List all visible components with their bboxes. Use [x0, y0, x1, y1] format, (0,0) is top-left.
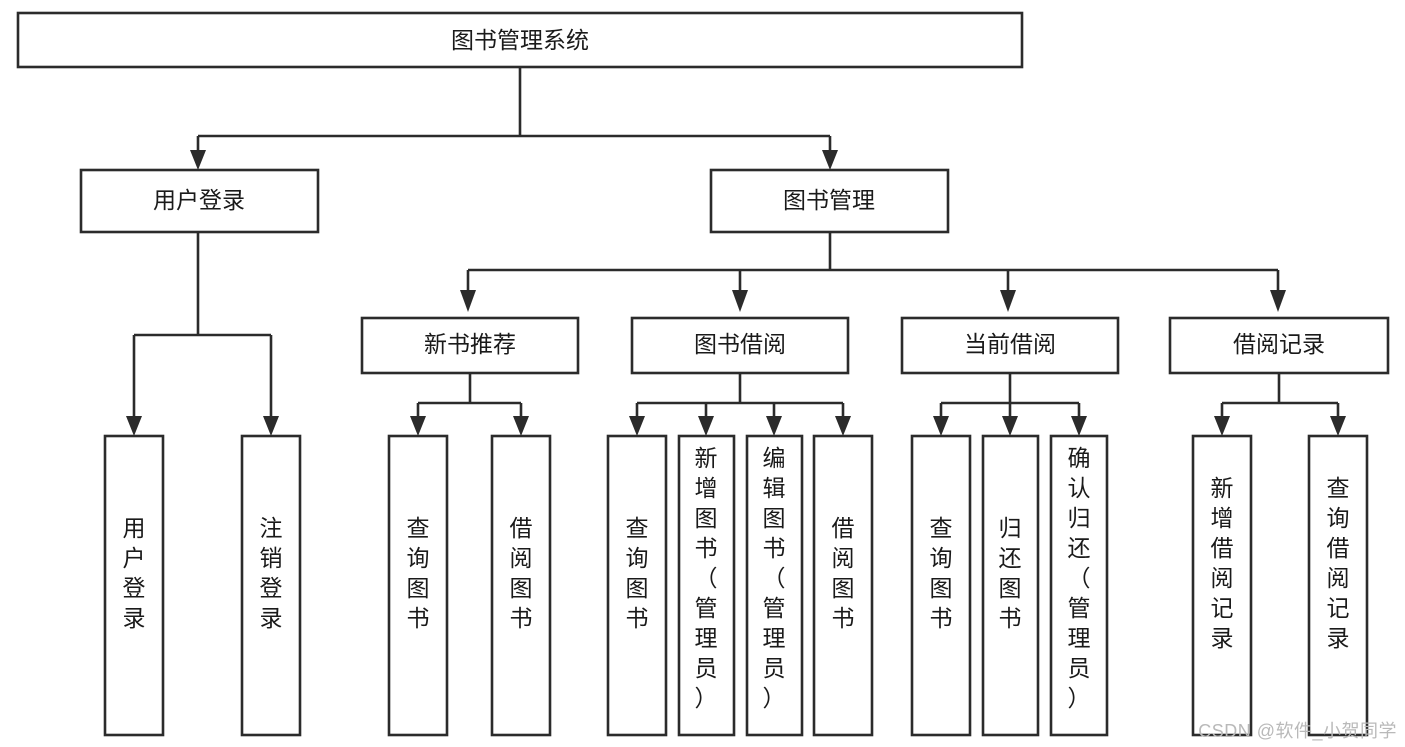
node-new-book-recommend-label: 新书推荐: [424, 331, 516, 357]
node-borrow-record-label: 借阅记录: [1233, 331, 1325, 357]
node-leaf-query-book-2-label: 查询图书: [626, 515, 649, 631]
connector-group-current-borrow-to-leaves: [933, 373, 1087, 436]
node-leaf-query-record[interactable]: 查询借阅记录: [1307, 434, 1369, 737]
arrow-head-borrow-record: [1270, 290, 1286, 312]
arrow-head-leaf-edit-book: [766, 416, 782, 436]
connector-group-borrow-record-to-leaves: [1214, 373, 1346, 436]
node-leaf-query-book-1-label: 查询图书: [407, 515, 430, 631]
node-leaf-return-book[interactable]: 归还图书: [981, 434, 1040, 737]
node-leaf-borrow-book-1-box[interactable]: [490, 434, 552, 737]
node-book-borrow-box[interactable]: [630, 316, 850, 375]
node-current-borrow-box[interactable]: [900, 316, 1120, 375]
node-leaf-user-login-box[interactable]: [103, 434, 165, 737]
node-leaf-edit-book-box[interactable]: [745, 434, 804, 737]
node-leaf-add-book[interactable]: 新增图书（管理员）: [677, 434, 736, 737]
node-leaf-borrow-book-1[interactable]: 借阅图书: [490, 434, 552, 737]
node-leaf-query-book-1[interactable]: 查询图书: [387, 434, 449, 737]
node-leaf-query-book-1-box[interactable]: [387, 434, 449, 737]
node-leaf-borrow-book-2-box[interactable]: [812, 434, 874, 737]
arrow-head-new-book-recommend: [460, 290, 476, 312]
connector-group-user-login-to-leaves: [126, 232, 279, 436]
arrow-head-leaf-add-record: [1214, 416, 1230, 436]
arrow-head-book-management: [822, 150, 838, 170]
node-leaf-borrow-book-2[interactable]: 借阅图书: [812, 434, 874, 737]
node-leaf-confirm-return-label: 确认归还（管理员）: [1068, 445, 1091, 711]
node-leaf-user-logout-label: 注销登录: [260, 515, 283, 631]
node-leaf-borrow-book-2-label: 借阅图书: [832, 515, 855, 631]
node-leaf-query-book-2-box[interactable]: [606, 434, 668, 737]
arrow-head-leaf-borrow-book-1: [513, 416, 529, 436]
arrow-head-leaf-confirm-return: [1071, 416, 1087, 436]
node-user-login-label: 用户登录: [153, 187, 245, 213]
node-leaf-add-record-label: 新增借阅记录: [1211, 475, 1234, 651]
node-leaf-return-book-box[interactable]: [981, 434, 1040, 737]
arrow-head-current-borrow: [1000, 290, 1016, 312]
node-current-borrow-label: 当前借阅: [964, 331, 1056, 357]
node-leaf-add-record[interactable]: 新增借阅记录: [1191, 434, 1253, 737]
node-leaf-return-book-label: 归还图书: [999, 515, 1022, 631]
arrow-head-leaf-query-book-3: [933, 416, 949, 436]
node-root-box[interactable]: [16, 11, 1024, 69]
node-leaf-borrow-book-1-label: 借阅图书: [510, 515, 533, 631]
node-new-book-recommend-box[interactable]: [360, 316, 580, 375]
connector-group-book-borrow-to-leaves: [629, 373, 851, 436]
node-leaf-user-login-label: 用户登录: [123, 515, 146, 631]
node-book-management[interactable]: 图书管理: [709, 168, 950, 234]
connector-group-new-book-recommend-to-leaves: [410, 373, 529, 436]
node-book-management-box[interactable]: [709, 168, 950, 234]
arrow-head-leaf-add-book: [698, 416, 714, 436]
node-leaf-add-book-box[interactable]: [677, 434, 736, 737]
node-book-borrow[interactable]: 图书借阅: [630, 316, 850, 375]
arrow-head-leaf-query-record: [1330, 416, 1346, 436]
node-leaf-add-book-label: 新增图书（管理员）: [695, 445, 718, 711]
node-user-login-box[interactable]: [79, 168, 320, 234]
arrow-head-leaf-return-book: [1002, 416, 1018, 436]
node-leaf-query-book-3-box[interactable]: [910, 434, 972, 737]
arrow-head-leaf-query-book-2: [629, 416, 645, 436]
node-leaf-edit-book[interactable]: 编辑图书（管理员）: [745, 434, 804, 737]
node-leaf-confirm-return-box[interactable]: [1049, 434, 1109, 737]
arrow-head-book-borrow: [732, 290, 748, 312]
node-new-book-recommend[interactable]: 新书推荐: [360, 316, 580, 375]
node-leaf-query-book-2[interactable]: 查询图书: [606, 434, 668, 737]
connector-group-root-to-level2: [190, 67, 838, 170]
node-leaf-query-record-box[interactable]: [1307, 434, 1369, 737]
node-leaf-user-logout-box[interactable]: [240, 434, 302, 737]
arrow-head-leaf-query-book-1: [410, 416, 426, 436]
arrow-head-leaf-user-login: [126, 416, 142, 436]
node-root[interactable]: 图书管理系统: [16, 11, 1024, 69]
node-leaf-add-record-box[interactable]: [1191, 434, 1253, 737]
node-current-borrow[interactable]: 当前借阅: [900, 316, 1120, 375]
node-leaf-user-logout[interactable]: 注销登录: [240, 434, 302, 737]
connector-group-book-management-to-level3: [460, 232, 1286, 312]
node-leaf-query-book-3-label: 查询图书: [930, 515, 953, 631]
node-leaf-query-book-3[interactable]: 查询图书: [910, 434, 972, 737]
node-leaf-edit-book-label: 编辑图书（管理员）: [763, 445, 786, 711]
node-leaf-confirm-return[interactable]: 确认归还（管理员）: [1049, 434, 1109, 737]
node-borrow-record[interactable]: 借阅记录: [1168, 316, 1390, 375]
node-root-label: 图书管理系统: [451, 27, 589, 53]
arrow-head-leaf-user-logout: [263, 416, 279, 436]
arrow-head-user-login: [190, 150, 206, 170]
node-leaf-query-record-label: 查询借阅记录: [1327, 475, 1350, 651]
node-book-management-label: 图书管理: [783, 187, 875, 213]
node-borrow-record-box[interactable]: [1168, 316, 1390, 375]
arrow-head-leaf-borrow-book-2: [835, 416, 851, 436]
node-leaf-user-login[interactable]: 用户登录: [103, 434, 165, 737]
node-user-login[interactable]: 用户登录: [79, 168, 320, 234]
node-book-borrow-label: 图书借阅: [694, 331, 786, 357]
